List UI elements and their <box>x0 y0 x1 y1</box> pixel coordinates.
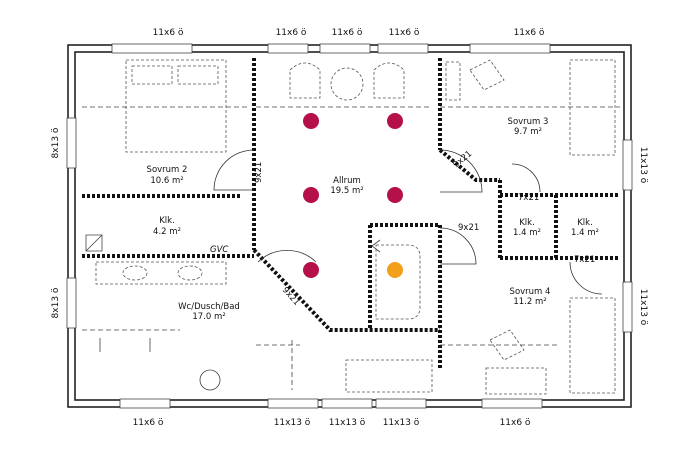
door-label-center-right: 9x21 <box>458 223 479 233</box>
room-area-sovrum4: 11.2 m² <box>513 297 546 307</box>
room-labels: Sovrum 2 10.6 m² Allrum 19.5 m² Sovrum 3… <box>147 117 599 322</box>
room-name-wc: Wc/Dusch/Bad <box>178 302 240 312</box>
room-area-klk-left: 4.2 m² <box>153 227 181 237</box>
room-area-klk-mid: 1.4 m² <box>513 228 541 238</box>
room-name-sovrum4: Sovrum 4 <box>510 287 551 297</box>
room-name-sovrum2: Sovrum 2 <box>147 165 188 175</box>
markers <box>303 113 403 278</box>
window-label-right-1: 11x13 ö <box>638 147 648 184</box>
window-label-left-1: 8x13 ö <box>51 127 61 158</box>
window-label-bottom-1: 11x6 ö <box>133 418 164 428</box>
magenta-marker <box>387 113 403 129</box>
exterior-walls <box>67 44 632 408</box>
furniture-outlines <box>82 59 620 395</box>
window-openings <box>66 43 633 409</box>
window-label-top-1: 11x6 ö <box>153 28 184 38</box>
door-labels: 9x21 9x21 9x21 9x21 7x21 7x21 <box>254 149 595 308</box>
door-swings <box>213 149 603 295</box>
room-area-sovrum2: 10.6 m² <box>150 176 183 186</box>
window-label-bottom-4: 11x13 ö <box>383 418 420 428</box>
window-label-right-2: 11x13 ö <box>638 289 648 326</box>
room-area-wc: 17.0 m² <box>192 312 225 322</box>
door-label-klk-bottom: 7x21 <box>574 255 595 265</box>
window-label-top-4: 11x6 ö <box>389 28 420 38</box>
window-label-bottom-2: 11x13 ö <box>274 418 311 428</box>
door-label-klk-top: 7x21 <box>518 193 539 203</box>
room-name-klk-left: Klk. <box>159 216 175 226</box>
magenta-marker <box>303 262 319 278</box>
interior-walls <box>82 58 620 370</box>
magenta-marker <box>303 113 319 129</box>
room-name-klk-mid: Klk. <box>519 218 535 228</box>
window-labels: 11x6 ö 11x6 ö 11x6 ö 11x6 ö 11x6 ö 11x6 … <box>51 28 648 428</box>
window-label-bottom-3: 11x13 ö <box>329 418 366 428</box>
window-label-bottom-5: 11x6 ö <box>500 418 531 428</box>
window-label-top-3: 11x6 ö <box>332 28 363 38</box>
room-area-sovrum3: 9.7 m² <box>514 127 542 137</box>
door-label-wc: 9x21 <box>280 285 302 307</box>
orange-marker <box>387 262 403 278</box>
window-label-left-2: 8x13 ö <box>51 287 61 318</box>
room-name-sovrum3: Sovrum 3 <box>508 117 549 127</box>
magenta-marker <box>303 187 319 203</box>
door-label-sovrum2: 9x21 <box>254 162 264 183</box>
magenta-marker <box>387 187 403 203</box>
room-name-allrum: Allrum <box>333 176 361 186</box>
room-area-allrum: 19.5 m² <box>330 186 363 196</box>
gvc-label: GVC <box>210 245 228 255</box>
room-name-klk-right: Klk. <box>577 218 593 228</box>
room-area-klk-right: 1.4 m² <box>571 228 599 238</box>
window-label-top-5: 11x6 ö <box>514 28 545 38</box>
window-label-top-2: 11x6 ö <box>276 28 307 38</box>
